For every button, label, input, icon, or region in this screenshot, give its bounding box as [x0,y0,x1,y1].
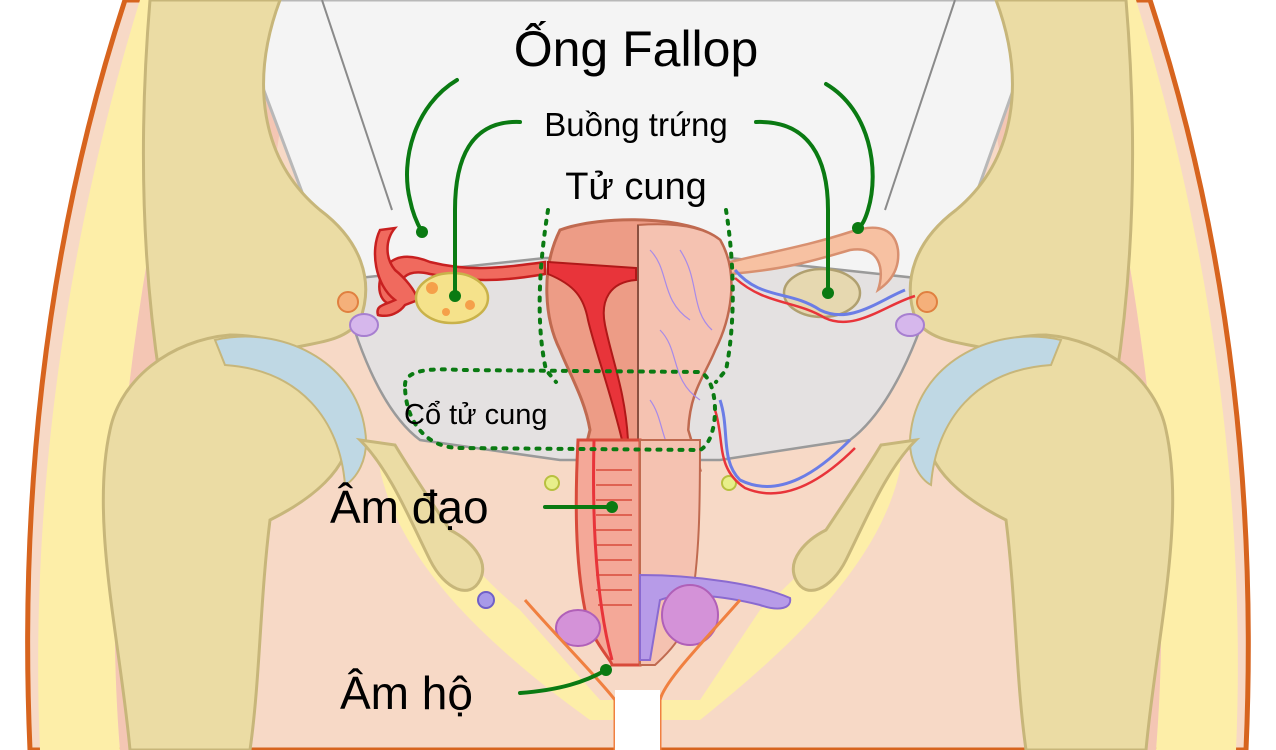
lymph-node-right [916,291,938,313]
ovarian-artery-right [734,277,916,324]
uterine-vessels [649,249,713,471]
uterine-artery-right [713,409,856,495]
leader-ovary-left [453,119,522,298]
leader-fallopian-right [824,82,875,230]
label-vulva: Âm hộ [340,667,473,719]
leader-dot-vagina [606,501,618,513]
label-ovary: Buồng trứng [544,106,728,143]
clitoris-body [661,584,719,646]
obturator-vessel-left [544,475,560,491]
vessel-right [895,313,925,337]
leader-ovary-right [754,119,830,295]
leader-dot-vulva [600,664,612,676]
vaginal-canal [592,439,614,661]
obturator-vessel-right [721,475,737,491]
leader-dot-ovary-left [449,290,461,302]
pelvic-floor [380,440,900,720]
leader-dot-fallopian-right [852,222,864,234]
fimbriae-left [373,226,420,317]
ovary-follicle-left-3 [442,308,450,316]
vaginal-rugae [596,469,632,606]
uterine-vein-right [718,399,852,488]
suspensory-ligament-left [321,0,393,211]
labia-left [523,599,617,750]
acetabulum-cartilage-right [909,335,1063,487]
label-cervix: Cổ tử cung [404,399,548,431]
leader-dot-fallopian-left [416,226,428,238]
ovary-follicle-left-2 [465,300,475,310]
ovarian-vein-right [733,269,906,317]
lymph-node-left [337,291,359,313]
label-uterus: Tử cung [565,166,707,208]
suspensory-ligament-right [884,0,956,211]
label-fallopian-tube: Ống Fallop [514,20,759,77]
pudendal-vessel [477,591,495,609]
pubis-left [355,437,485,592]
femur-head-right [924,333,1175,750]
leader-vulva [518,668,608,695]
acetabulum-cartilage-left [213,335,367,487]
fallopian-tube-right [728,226,900,294]
pubis-right [791,437,921,592]
label-bg-ovary [524,100,752,145]
uterus-right-half [637,223,733,471]
vessel-left [349,313,379,337]
ovary-follicle-left-1 [426,282,438,294]
leader-fallopian-left [405,78,459,234]
femur-head-left [101,333,352,750]
vestibular-bulb [555,609,601,647]
uterus-dotted-outline [537,208,735,384]
label-bg-uterus [552,162,722,208]
label-vagina: Âm đạo [330,481,489,533]
cervix-dotted-outline [402,367,717,453]
leader-dot-ovary-right [822,287,834,299]
labia-right [658,599,742,750]
vestibule [615,690,660,750]
